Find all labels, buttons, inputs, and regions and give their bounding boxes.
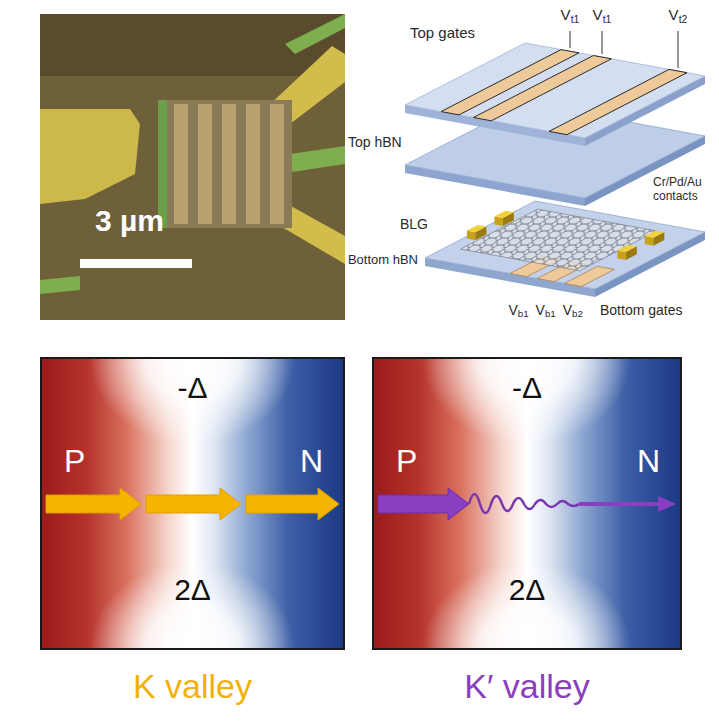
contact-block — [645, 230, 665, 237]
micrograph — [40, 14, 345, 320]
thin-arrow — [579, 502, 661, 506]
symbol-subscript: b2 — [572, 308, 583, 319]
contact-block — [494, 216, 503, 226]
layer-label: Top gates — [410, 24, 475, 42]
symbol-main: V — [508, 302, 517, 318]
region-label: N — [300, 443, 323, 480]
gate-voltage: Vt2 — [669, 6, 688, 24]
graphene-fill — [461, 209, 657, 271]
contact-label: Cr/Pd/Au contacts — [653, 175, 715, 204]
bottom-hbn-layer — [425, 201, 705, 297]
electrode-lead — [40, 109, 140, 204]
block-arrow — [246, 488, 339, 520]
layer-label: Bottom hBN — [348, 252, 418, 268]
gate-lead — [285, 14, 345, 54]
valley-panel: -ΔPN2ΔK′ valley — [372, 357, 682, 650]
scale-bar — [80, 259, 192, 268]
symbol-main: V — [563, 302, 572, 318]
symbol-subscript: t1 — [571, 13, 580, 25]
valley-heading: K valley — [42, 667, 343, 706]
block-arrow — [46, 488, 141, 520]
tunneling-wave — [469, 494, 579, 513]
layer-face — [405, 43, 705, 138]
contact-block — [617, 245, 637, 252]
contact-block — [645, 236, 654, 246]
gate-lead — [290, 146, 345, 172]
gate-voltage: Vb2 — [563, 302, 583, 319]
leader-line — [570, 31, 571, 48]
symbol-main: V — [593, 6, 603, 23]
energy-label: -Δ — [374, 371, 680, 406]
gate-voltage: Vb1 — [536, 302, 556, 319]
gate-voltage: Vt1 — [593, 6, 612, 24]
thin-arrow-head — [658, 496, 676, 512]
blg-sheet — [461, 209, 657, 271]
energy-label: 2Δ — [374, 573, 680, 608]
region-label: P — [64, 443, 85, 480]
gate-lead — [40, 276, 80, 294]
block-arrow — [378, 488, 469, 520]
gate-finger — [222, 104, 236, 224]
layer-face — [425, 201, 705, 289]
symbol-subscript: t2 — [679, 13, 688, 25]
energy-label: -Δ — [42, 371, 343, 406]
energy-label: 2Δ — [42, 573, 343, 608]
substrate — [40, 14, 345, 320]
contact-block — [467, 231, 476, 241]
scale-label: 3 µm — [95, 204, 164, 239]
layer-label: BLG — [400, 216, 428, 233]
layer-label: Bottom gates — [600, 302, 683, 319]
layer-label: Top hBN — [348, 134, 402, 151]
gate-voltage: Vt1 — [561, 6, 580, 24]
gate-stripe — [549, 69, 687, 134]
region-label: N — [637, 443, 660, 480]
contact-block — [494, 211, 514, 218]
top-gate-layer — [405, 43, 705, 146]
region-label: P — [396, 443, 417, 480]
symbol-main: V — [561, 6, 571, 23]
gate-voltage: Vb1 — [508, 302, 528, 319]
leader-line — [678, 31, 679, 68]
gate-finger — [246, 104, 260, 224]
micrograph-panel: 3 µm — [40, 14, 345, 320]
device-area — [158, 100, 292, 228]
substrate-dark — [40, 14, 345, 76]
symbol-subscript: t1 — [603, 13, 612, 25]
block-arrow — [146, 488, 241, 520]
graphene-lattice — [461, 209, 657, 271]
contact-block — [617, 250, 626, 260]
contact-block — [467, 225, 487, 232]
contacts — [467, 211, 664, 260]
symbol-main: V — [536, 302, 545, 318]
valley-heading: K′ valley — [374, 667, 680, 706]
symbol-subscript: b1 — [518, 308, 529, 319]
leader-lines — [570, 31, 678, 68]
gate-finger — [174, 104, 188, 224]
symbol-subscript: b1 — [545, 308, 556, 319]
symbol-main: V — [669, 6, 679, 23]
gate-finger — [198, 104, 212, 224]
valley-panel: -ΔPN2ΔK valley — [40, 357, 345, 650]
leader-line — [602, 31, 603, 54]
gate-finger — [270, 104, 284, 224]
